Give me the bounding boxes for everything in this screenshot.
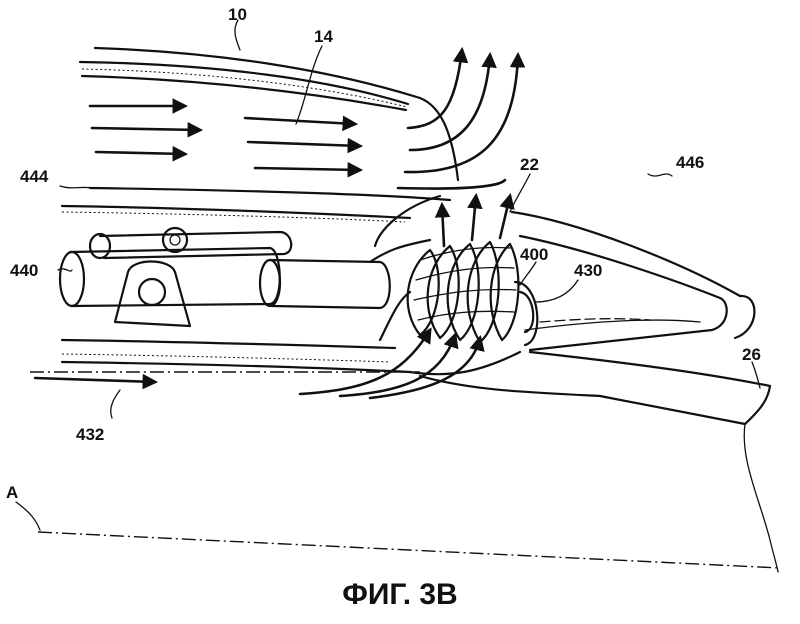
leader-lines [15, 19, 761, 531]
outer-nacelle-wall [78, 46, 460, 182]
reference-labels: 10 14 22 446 444 440 400 430 26 432 A [6, 5, 761, 502]
label-400: 400 [520, 245, 548, 264]
accessory-units [58, 226, 391, 328]
label-14: 14 [314, 27, 333, 46]
label-10: 10 [228, 5, 247, 24]
label-440: 440 [10, 261, 38, 280]
engine-axis [37, 531, 781, 569]
lower-fairing [30, 350, 779, 573]
label-432: 432 [76, 425, 104, 444]
bypass-flow-arrows [88, 46, 526, 190]
label-446: 446 [676, 153, 704, 172]
core-cowl [60, 194, 442, 374]
heat-exchanger-fins [406, 240, 539, 347]
label-444: 444 [20, 167, 49, 186]
label-22: 22 [520, 155, 539, 174]
figure-caption: ФИГ. 3В [342, 578, 457, 611]
label-430: 430 [574, 261, 602, 280]
label-26: 26 [742, 345, 761, 364]
label-A: A [6, 483, 18, 502]
scoop-duct [510, 210, 756, 352]
inner-casing-wall [60, 186, 452, 223]
